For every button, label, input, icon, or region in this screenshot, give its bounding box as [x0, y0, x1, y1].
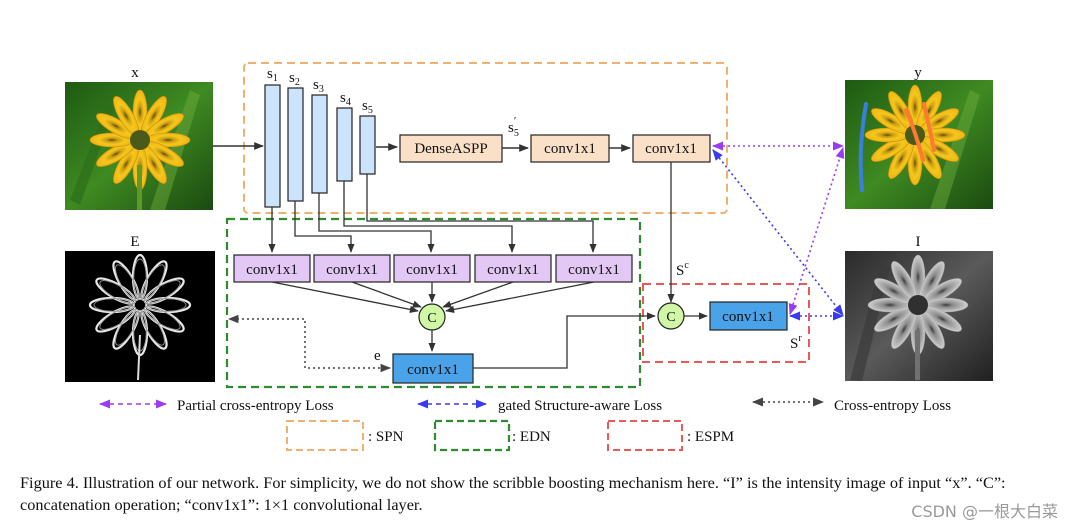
edn-conv-1: conv1x1 [233, 254, 311, 283]
edn-conv-3: conv1x1 [393, 254, 471, 283]
espm-output-conv: conv1x1 [709, 301, 788, 331]
watermark: CSDN @一根大白菜 [911, 502, 1058, 521]
svg-text:s1: s1 [267, 66, 278, 84]
dense-aspp-block: DenseASPP [399, 134, 503, 163]
legend-spn: : SPN [286, 420, 404, 451]
input-image-x [65, 82, 213, 210]
sc-label: Sc [676, 260, 689, 279]
legend-cross-entropy: Cross-entropy Loss [751, 397, 951, 414]
edn-conv-4: conv1x1 [474, 254, 552, 283]
svg-text:C: C [666, 310, 675, 325]
gated-structure-link-diag [712, 149, 844, 316]
scribble-image-y [845, 80, 993, 209]
image-y-label: y [914, 65, 922, 81]
cross-entropy-link [227, 314, 392, 373]
svg-text:conv1x1: conv1x1 [544, 141, 596, 157]
svg-text:: EDN: : EDN [512, 429, 551, 445]
legend-partial-ce: Partial cross-entropy Loss [98, 398, 334, 414]
svg-text:s5: s5 [362, 98, 373, 116]
image-i-label: I [916, 234, 921, 250]
partial-ce-link-diag [788, 146, 845, 316]
espm-concat-node: C [657, 302, 685, 330]
figure-caption: Figure 4. Illustration of our network. F… [20, 473, 1006, 514]
svg-text:conv1x1: conv1x1 [645, 141, 697, 157]
svg-text:DenseASPP: DenseASPP [414, 141, 487, 157]
svg-text:: SPN: : SPN [368, 429, 404, 445]
edn-output-conv: conv1x1 [392, 353, 474, 384]
svg-text:conv1x1: conv1x1 [326, 262, 378, 278]
svg-text:gated Structure-aware Loss: gated Structure-aware Loss [498, 398, 662, 414]
svg-text:conv1x1: conv1x1 [568, 262, 620, 278]
image-x-label: x [131, 65, 139, 81]
svg-text:conv1x1: conv1x1 [722, 309, 774, 325]
svg-text:: ESPM: : ESPM [687, 429, 734, 445]
edge-image-e [65, 251, 215, 382]
legend-gated-structure: gated Structure-aware Loss [416, 398, 662, 414]
legend-espm: : ESPM [607, 420, 734, 451]
encoder-s2: s2 [287, 70, 304, 202]
svg-text:Partial cross-entropy Loss: Partial cross-entropy Loss [177, 398, 334, 414]
encoder-s5: s5 [359, 98, 376, 175]
svg-text:s2: s2 [289, 70, 300, 88]
network-diagram: x y E I s1 s2 [65, 62, 993, 452]
edn-region [225, 217, 642, 389]
edn-conv-2: conv1x1 [313, 254, 391, 283]
edn-conv-5: conv1x1 [555, 254, 633, 283]
encoder-s4: s4 [336, 90, 353, 182]
svg-text:s4: s4 [340, 90, 351, 108]
s5-prime-label: s5′ [508, 115, 519, 139]
svg-text:conv1x1: conv1x1 [487, 262, 539, 278]
spn-region [243, 62, 728, 214]
svg-text:conv1x1: conv1x1 [406, 262, 458, 278]
svg-text:C: C [427, 311, 436, 326]
encoder-s1: s1 [264, 66, 281, 208]
svg-text:s3: s3 [313, 77, 324, 95]
edn-concat-node: C [418, 303, 446, 331]
sr-label: Sr [790, 333, 802, 352]
conv-block-b: conv1x1 [632, 134, 711, 163]
image-e-label: E [130, 234, 139, 250]
svg-text:Cross-entropy Loss: Cross-entropy Loss [834, 398, 951, 414]
encoder-s3: s3 [311, 77, 328, 194]
e-label: e [374, 348, 381, 364]
conv-block-a: conv1x1 [530, 134, 610, 163]
legend-edn: : EDN [433, 419, 551, 452]
svg-text:conv1x1: conv1x1 [246, 262, 298, 278]
intensity-image-i [845, 251, 993, 381]
svg-text:conv1x1: conv1x1 [407, 362, 459, 378]
